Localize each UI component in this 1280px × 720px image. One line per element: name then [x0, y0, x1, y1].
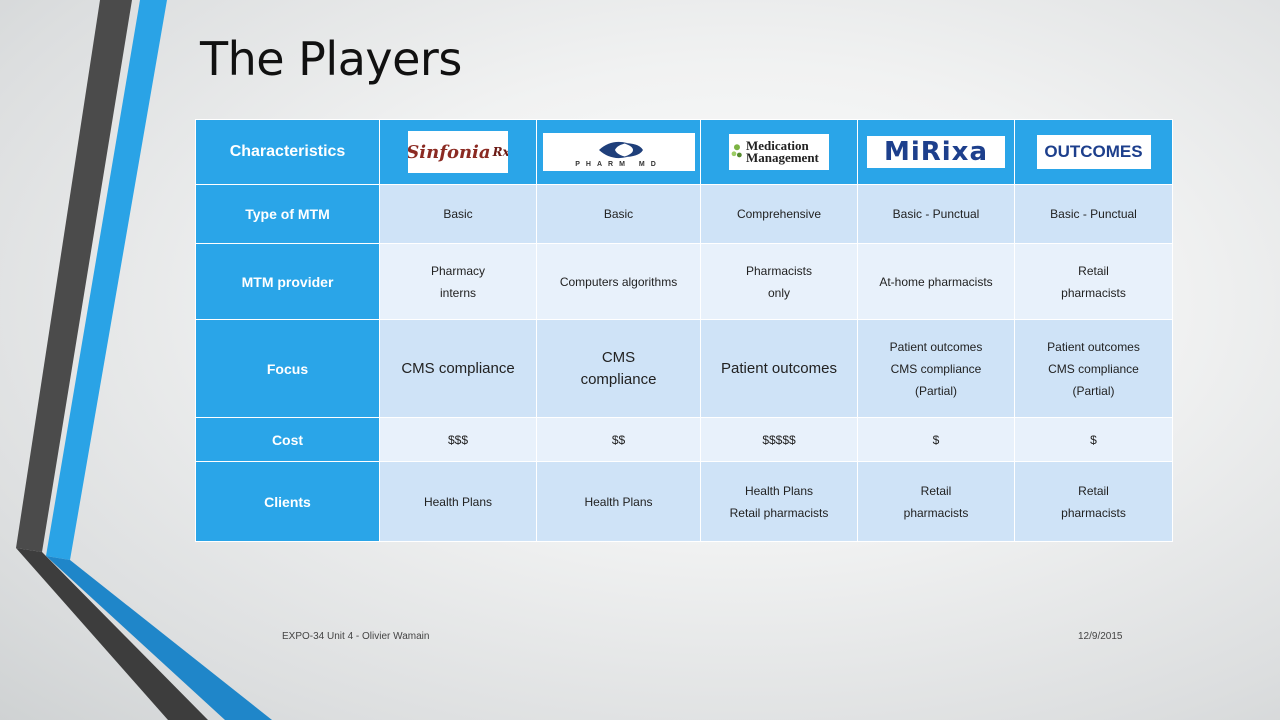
table-cell: CMS compliance [536, 319, 701, 418]
light-blue-bar-top [46, 0, 167, 560]
row-label-cost: Cost [195, 417, 380, 462]
row-label-clients: Clients [195, 461, 380, 542]
table-cell: Patient outcomes CMS compliance (Partial… [857, 319, 1015, 418]
table-cell: Basic - Punctual [857, 184, 1015, 244]
header-logo-cell: MiRixa [857, 119, 1015, 185]
table-cell: $ [857, 417, 1015, 462]
page-title: The Players [200, 32, 462, 86]
table-row: Type of MTM Basic Basic Comprehensive Ba… [195, 184, 1173, 244]
table-cell: Health Plans [536, 461, 701, 542]
table-cell: $$$ [379, 417, 537, 462]
table-cell: $$$$$ [700, 417, 858, 462]
row-label-focus: Focus [195, 319, 380, 418]
table-cell: $ [1014, 417, 1173, 462]
logo-text: PHARM MD [575, 160, 662, 168]
table-cell: Retail pharmacists [857, 461, 1015, 542]
table-cell: $$ [536, 417, 701, 462]
table-cell: Basic - Punctual [1014, 184, 1173, 244]
row-label-mtm-provider: MTM provider [195, 243, 380, 320]
table-cell: Health Plans [379, 461, 537, 542]
logo-text: Sinfonia [408, 141, 491, 163]
dark-bar-top [16, 0, 132, 552]
header-logo-cell: PHARM MD [536, 119, 701, 185]
table-row: Cost $$$ $$ $$$$$ $ $ [195, 417, 1173, 462]
table-cell: Retail pharmacists [1014, 243, 1173, 320]
pharm-md-mark-icon [598, 141, 643, 158]
outcomes-logo: OUTCOMES [1036, 135, 1151, 169]
row-label-type-of-mtm: Type of MTM [195, 184, 380, 244]
table-row: MTM provider Pharmacy interns Computers … [195, 243, 1173, 320]
footer-date: 12/9/2015 [1078, 631, 1123, 642]
logo-mark: Rx [492, 145, 508, 159]
dark-bar-bottom [16, 548, 208, 720]
table-cell: At-home pharmacists [857, 243, 1015, 320]
table-cell: Basic [536, 184, 701, 244]
logo-text: OUTCOMES [1044, 142, 1143, 161]
pharm-md-logo: PHARM MD [542, 133, 695, 171]
footer-author: EXPO-34 Unit 4 - Olivier Wamain [282, 631, 430, 642]
table-cell: Health Plans Retail pharmacists [700, 461, 858, 542]
table-row: Clients Health Plans Health Plans Health… [195, 461, 1173, 542]
header-logo-cell: Medication Management [700, 119, 858, 185]
table-cell: Comprehensive [700, 184, 858, 244]
mirixa-logo: MiRixa [867, 136, 1005, 168]
table-cell: Patient outcomes CMS compliance (Partial… [1014, 319, 1173, 418]
table-cell: Pharmacists only [700, 243, 858, 320]
header-logo-cell: OUTCOMES [1014, 119, 1173, 185]
table-row: Focus CMS compliance CMS compliance Pati… [195, 319, 1173, 418]
table-cell: Patient outcomes [700, 319, 858, 418]
table-cell: Retail pharmacists [1014, 461, 1173, 542]
logo-text: Medication Management [745, 138, 819, 165]
table-cell: Computers algorithms [536, 243, 701, 320]
logo-text: MiRixa [883, 137, 989, 167]
table-cell: Basic [379, 184, 537, 244]
header-characteristics: Characteristics [195, 119, 380, 185]
medication-management-logo: Medication Management [729, 134, 829, 170]
blue-bar-bottom [46, 556, 272, 720]
table-cell: CMS compliance [379, 319, 537, 418]
green-dots-icon [731, 144, 742, 158]
table-cell: Pharmacy interns [379, 243, 537, 320]
